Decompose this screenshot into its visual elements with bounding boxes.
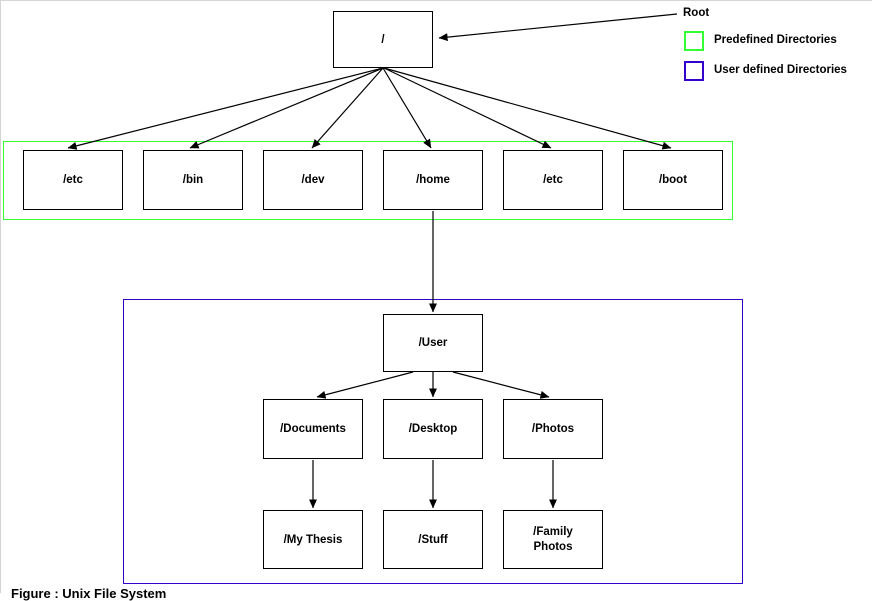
dir-box-photos: /Photos: [503, 399, 603, 459]
arrow-user-photos: [452, 371, 550, 399]
legend-swatch-user-defined: [684, 61, 704, 81]
dir-label: /Documents: [280, 423, 346, 435]
arrow-root-etc2: [383, 67, 552, 149]
figure-caption: Figure : Unix File System: [11, 586, 167, 601]
dir-label: /dev: [301, 174, 325, 186]
dir-label: /bin: [182, 174, 204, 186]
arrow-root-boot: [383, 67, 672, 150]
dir-box-family-photos: /Family Photos: [503, 510, 603, 569]
dir-label: /home: [416, 174, 450, 186]
legend-root-label: Root: [683, 7, 710, 19]
dir-box-etc2: /etc: [503, 150, 603, 210]
dir-box-boot: /boot: [623, 150, 723, 210]
predefined-directories-container: [3, 141, 733, 220]
dir-box-user: /User: [383, 314, 483, 372]
dir-box-bin: /bin: [143, 150, 243, 210]
arrow-user-documents: [316, 371, 414, 399]
dir-box-dev: /dev: [263, 150, 363, 210]
dir-label-root: /: [381, 33, 385, 46]
dir-box-root: /: [333, 11, 433, 68]
dir-box-my-thesis: /My Thesis: [263, 510, 363, 569]
legend-label-predefined: Predefined Directories: [714, 34, 837, 46]
dir-box-etc1: /etc: [23, 150, 123, 210]
arrow-root-home: [382, 67, 432, 149]
arrow-root-dev: [311, 67, 384, 149]
legend-swatch-predefined: [684, 31, 704, 51]
arrow-root-etc1: [67, 67, 384, 150]
dir-label: /etc: [543, 174, 563, 186]
arrow-root-callout: [438, 13, 678, 42]
dir-box-documents: /Documents: [263, 399, 363, 459]
dir-label: /User: [418, 337, 448, 349]
dir-box-stuff: /Stuff: [383, 510, 483, 569]
dir-label: /Stuff: [418, 533, 448, 546]
arrow-root-bin: [189, 67, 384, 149]
dir-label: /Desktop: [408, 423, 458, 435]
dir-label: /Photos: [531, 423, 575, 435]
dir-box-home: /home: [383, 150, 483, 210]
dir-box-desktop: /Desktop: [383, 399, 483, 459]
dir-label: /boot: [658, 174, 688, 186]
legend-label-user-defined: User defined Directories: [714, 64, 847, 76]
dir-label: /My Thesis: [283, 533, 343, 546]
dir-label: /etc: [63, 174, 83, 186]
dir-label: /Family Photos: [533, 526, 573, 553]
